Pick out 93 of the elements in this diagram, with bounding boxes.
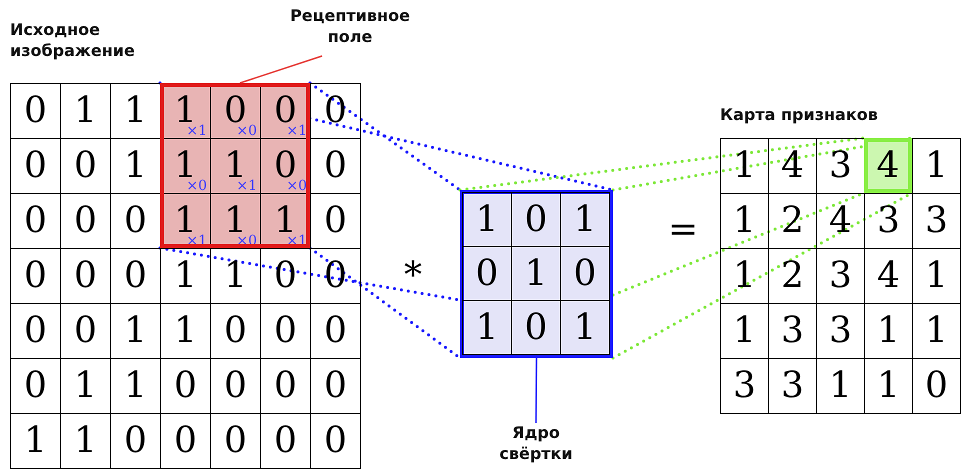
cell-digit: 1 (524, 256, 548, 292)
cell-digit: 0 (124, 258, 147, 294)
cell-digit: 1 (124, 368, 147, 404)
cell-digit: 0 (274, 258, 297, 294)
cell-digit: 4 (781, 148, 804, 184)
cell-digit: 0 (324, 93, 347, 129)
cell-digit: 2 (781, 258, 804, 294)
cell-digit: 1 (124, 148, 147, 184)
cell-digit: 3 (829, 258, 852, 294)
callout-label: Ядро свёртки (478, 423, 594, 471)
cell-digit: 3 (781, 368, 804, 404)
cell-digit: 1 (829, 368, 852, 404)
cell-digit: 0 (24, 203, 47, 239)
cell-digit: 1 (174, 258, 197, 294)
cell-digit: 0 (524, 310, 548, 346)
highlighted-cell: 4 (864, 138, 912, 193)
cell-digit: 0 (74, 258, 97, 294)
cell-digit: 0 (224, 368, 247, 404)
cell-digit: 0 (224, 313, 247, 349)
cell-digit: 1 (74, 423, 97, 459)
cell-digit: 1 (74, 368, 97, 404)
cell-digit: 0 (324, 368, 347, 404)
cell-digit: 1 (174, 313, 197, 349)
leader-line (535, 358, 538, 423)
cell-digit: 1 (574, 310, 596, 346)
cell-digit: 0 (124, 203, 147, 239)
cell-digit: 0 (324, 258, 347, 294)
cell-digit: 0 (925, 368, 948, 404)
cell-digit: 1 (733, 313, 756, 349)
projection-line (308, 82, 462, 192)
cell-digit: 0 (24, 148, 47, 184)
weight-label: ×1 (236, 179, 257, 193)
cell-digit: 3 (829, 148, 852, 184)
cell-digit: 0 (224, 423, 247, 459)
cell-digit: 0 (324, 313, 347, 349)
cell-digit: 1 (74, 93, 97, 129)
cell-digit: 0 (274, 313, 297, 349)
cell-digit: 4 (829, 203, 852, 239)
weight-label: ×0 (286, 179, 307, 193)
cell-digit: 1 (877, 368, 900, 404)
convolution-operator: * (404, 258, 422, 294)
cell-digit: 3 (829, 313, 852, 349)
cell-digit: 3 (733, 368, 756, 404)
cell-digit: 3 (781, 313, 804, 349)
cell-digit: 1 (24, 423, 47, 459)
cell-digit: 1 (733, 203, 756, 239)
cell-digit: 3 (877, 203, 900, 239)
cell-digit: 0 (324, 203, 347, 239)
cell-digit: 0 (24, 368, 47, 404)
weight-label: ×1 (286, 124, 307, 138)
cell-digit: 4 (877, 258, 900, 294)
cell-digit: 0 (324, 423, 347, 459)
cell-digit: 1 (925, 148, 948, 184)
cell-digit: 0 (74, 203, 97, 239)
cell-digit: 1 (476, 310, 498, 346)
cell-digit: 0 (74, 313, 97, 349)
cell-digit: 0 (174, 368, 197, 404)
grid-title: Карта признаков (720, 105, 878, 126)
cell-digit: 1 (733, 258, 756, 294)
cell-digit: 0 (574, 256, 596, 292)
cell-digit: 1 (877, 313, 900, 349)
cell-digit: 0 (524, 202, 548, 238)
cell-digit: 0 (274, 423, 297, 459)
weight-label: ×0 (186, 179, 207, 193)
cell-digit: 0 (124, 423, 147, 459)
cell-digit: 1 (574, 202, 596, 238)
cell-digit: 0 (24, 258, 47, 294)
cell-digit: 0 (174, 423, 197, 459)
cell-digit: 1 (925, 258, 948, 294)
cell-digit: 0 (74, 148, 97, 184)
kernel-frame (460, 190, 613, 358)
projection-line (612, 136, 914, 192)
weight-label: ×1 (186, 124, 207, 138)
cell-digit: 1 (124, 93, 147, 129)
cell-digit: 0 (476, 256, 498, 292)
projection-line (458, 136, 866, 192)
grid-title: Исходное изображение (10, 20, 136, 62)
cell-digit: 1 (925, 313, 948, 349)
cell-digit: 0 (24, 93, 47, 129)
cell-digit: 0 (274, 368, 297, 404)
cell-digit: 0 (324, 148, 347, 184)
equals-sign: = (668, 212, 698, 248)
cell-digit: 1 (476, 202, 498, 238)
cell-digit: 1 (733, 148, 756, 184)
cell-digit: 3 (925, 203, 948, 239)
cell-digit: 0 (24, 313, 47, 349)
callout-label: Рецептивное поле (285, 6, 415, 56)
cell-digit: 1 (124, 313, 147, 349)
weight-label: ×0 (236, 124, 257, 138)
cell-digit: 2 (781, 203, 804, 239)
cell-digit: 1 (224, 258, 247, 294)
leader-line (240, 55, 322, 84)
receptive-field-frame (160, 83, 310, 248)
